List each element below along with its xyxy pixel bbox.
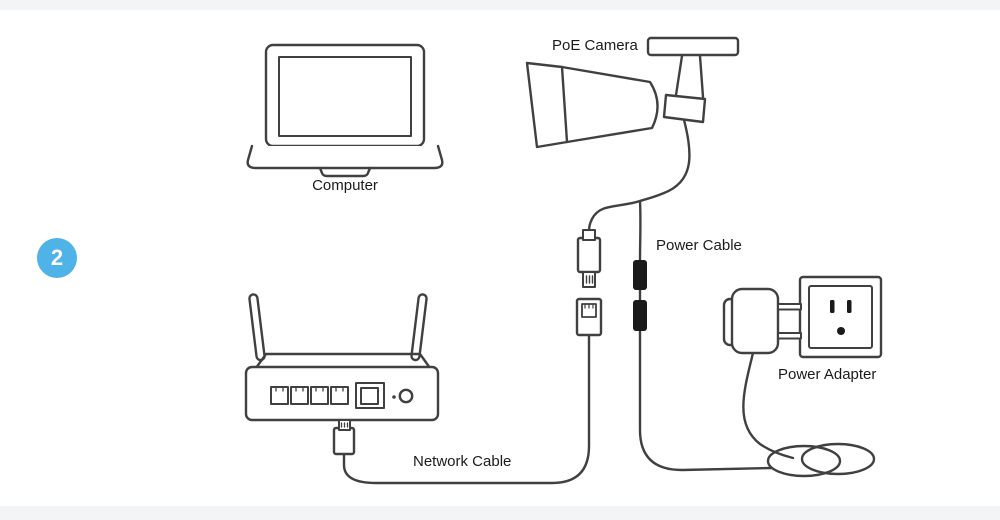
- router-lan-ports: [270, 386, 349, 405]
- router-antenna-left: [248, 293, 266, 362]
- wall-outlet-icon: [798, 275, 883, 359]
- bottom-edge-band: [0, 506, 1000, 520]
- ethernet-coupler-icon: [575, 297, 603, 337]
- router-power-jack: [398, 388, 414, 404]
- top-edge-band: [0, 0, 1000, 10]
- network-plug-icon: [332, 419, 356, 456]
- power-adapter-label: Power Adapter: [778, 366, 877, 383]
- poe-camera-icon: [525, 36, 740, 149]
- router-top-panel: [254, 352, 432, 370]
- power-cable-line: [638, 328, 795, 472]
- power-adapter-icon: [722, 287, 802, 355]
- router-icon: [244, 293, 440, 422]
- router-antenna-right: [410, 293, 428, 362]
- laptop-icon: [246, 43, 444, 178]
- network-cable-line: [342, 332, 591, 485]
- step-number: 2: [50, 245, 64, 270]
- router-led-dot: [392, 395, 396, 399]
- camera-pigtail-cable: [587, 118, 691, 264]
- dc-power-connector-icon: [633, 260, 647, 331]
- adapter-prong-top: [777, 303, 802, 311]
- step-number-badge: 2: [37, 238, 77, 278]
- cable-coil-icon: [766, 442, 876, 478]
- power-cable-label: Power Cable: [656, 237, 742, 254]
- rj45-plug-icon: [576, 229, 602, 288]
- poe-camera-label: PoE Camera: [552, 37, 638, 54]
- network-cable-label: Network Cable: [413, 453, 512, 470]
- router-wan-port: [355, 382, 385, 409]
- computer-label: Computer: [312, 177, 378, 194]
- adapter-prong-bottom: [777, 332, 802, 340]
